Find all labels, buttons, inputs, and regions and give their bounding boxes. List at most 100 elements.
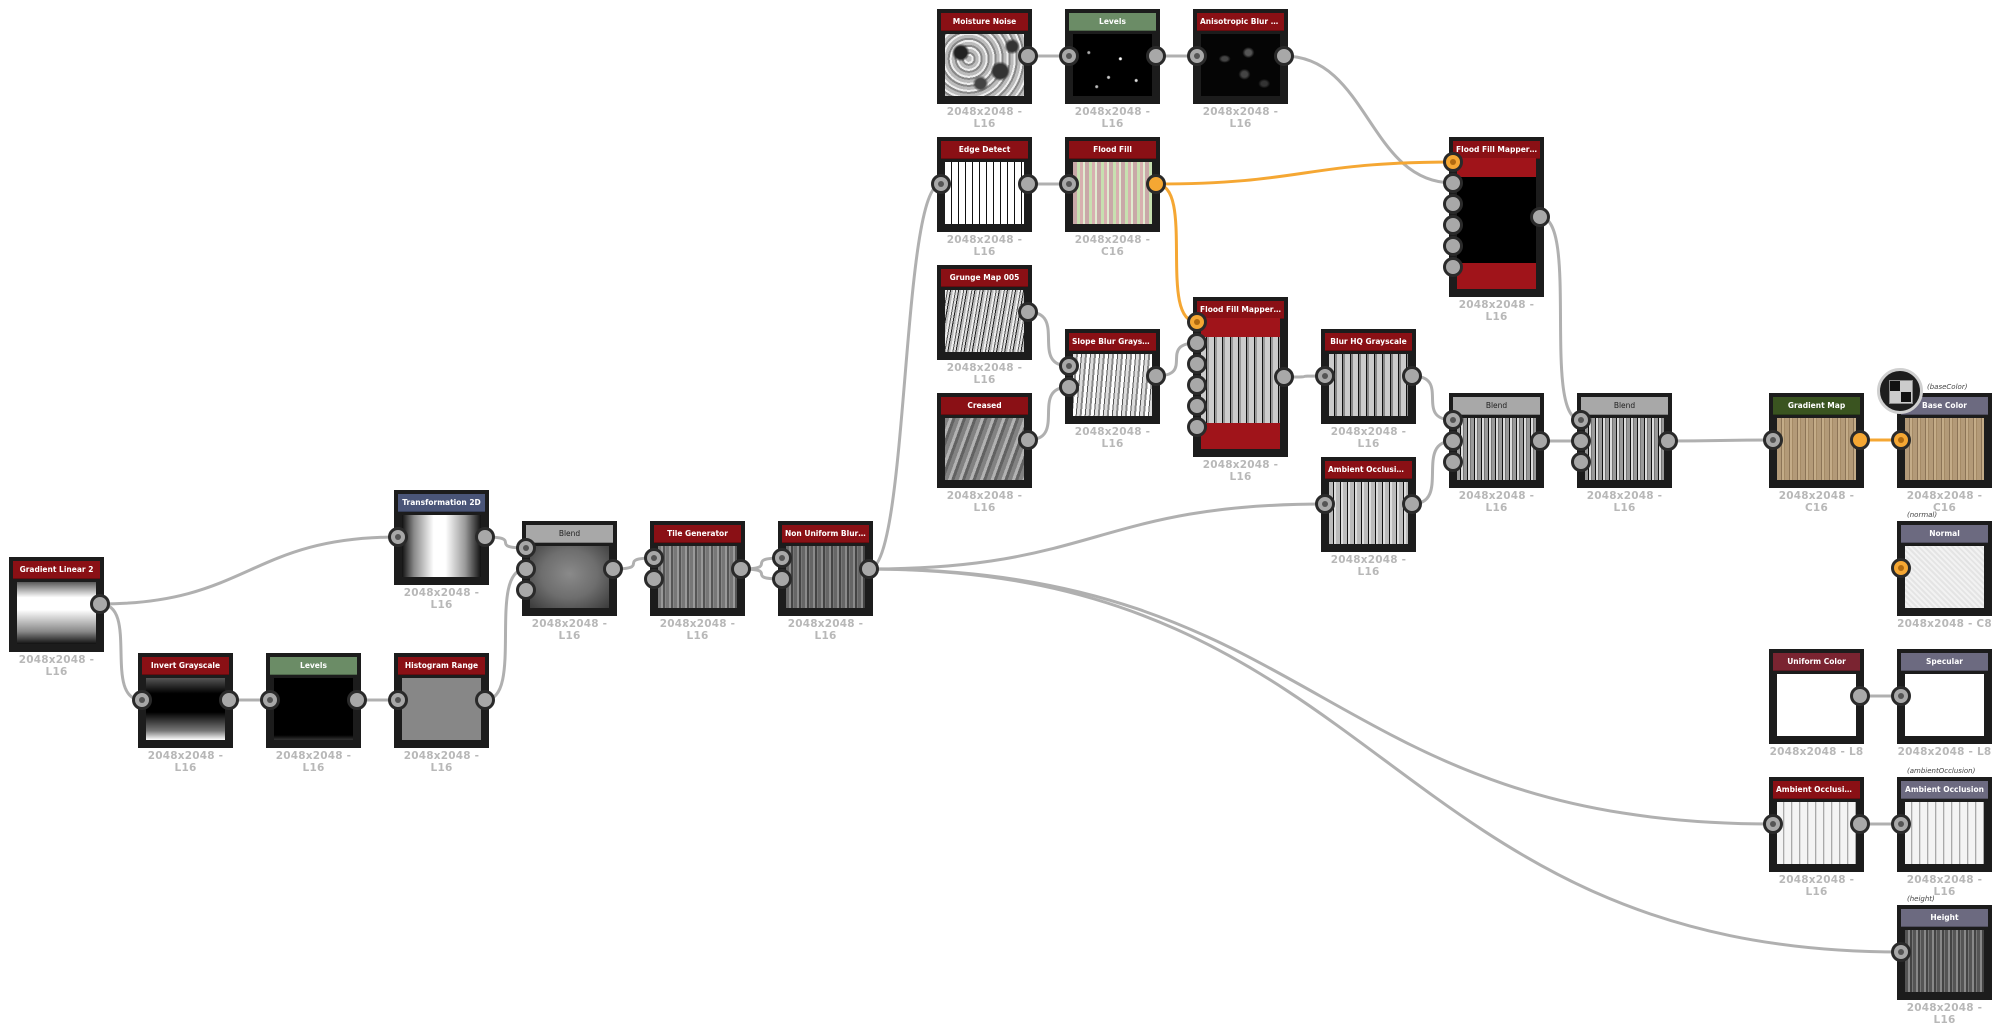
input-port[interactable]	[1891, 942, 1911, 962]
input-port[interactable]	[1891, 814, 1911, 834]
node-non-uniform-blur[interactable]: Non Uniform Blur Gray...	[778, 521, 873, 616]
input-port[interactable]	[1187, 417, 1207, 437]
output-port[interactable]	[1402, 366, 1422, 386]
input-port[interactable]	[1187, 375, 1207, 395]
input-port[interactable]	[1443, 236, 1463, 256]
output-port[interactable]	[1018, 174, 1038, 194]
node-tile-generator[interactable]: Tile Generator	[650, 521, 745, 616]
output-port[interactable]	[1850, 430, 1870, 450]
node-creased[interactable]: Creased	[937, 393, 1032, 488]
output-port[interactable]	[1274, 367, 1294, 387]
output-port[interactable]	[347, 690, 367, 710]
output-port[interactable]	[475, 527, 495, 547]
input-port[interactable]	[1443, 431, 1463, 451]
node-blend-3[interactable]: Blend	[1577, 393, 1672, 488]
input-port[interactable]	[1059, 377, 1079, 397]
output-preview-badge[interactable]	[1877, 368, 1923, 414]
output-port[interactable]	[859, 559, 879, 579]
input-port[interactable]	[1443, 410, 1463, 430]
output-port[interactable]	[475, 690, 495, 710]
node-base-color[interactable]: Base Color	[1897, 393, 1992, 488]
output-port[interactable]	[1146, 174, 1166, 194]
node-height[interactable]: Height	[1897, 905, 1992, 1000]
output-port[interactable]	[1530, 431, 1550, 451]
node-transformation-2d[interactable]: Transformation 2D	[394, 490, 489, 585]
input-port[interactable]	[772, 548, 792, 568]
connection-wire[interactable]	[868, 567, 1774, 826]
node-blend-2[interactable]: Blend	[1449, 393, 1544, 488]
connection-wire[interactable]	[99, 602, 143, 702]
connection-wire[interactable]	[1539, 215, 1582, 422]
connection-wire[interactable]	[1667, 438, 1774, 443]
node-grunge-map-005[interactable]: Grunge Map 005	[937, 265, 1032, 360]
input-port[interactable]	[388, 527, 408, 547]
input-port[interactable]	[931, 174, 951, 194]
node-levels-2[interactable]: Levels	[1065, 9, 1160, 104]
node-ambient-occlusion[interactable]: Ambient Occlusion	[1897, 777, 1992, 872]
node-invert-grayscale[interactable]: Invert Grayscale	[138, 653, 233, 748]
node-gradient-map[interactable]: Gradient Map	[1769, 393, 1864, 488]
input-port[interactable]	[1443, 152, 1463, 172]
node-specular[interactable]: Specular	[1897, 649, 1992, 744]
connection-wire[interactable]	[1411, 439, 1454, 506]
output-port[interactable]	[1402, 494, 1422, 514]
input-port[interactable]	[1891, 430, 1911, 450]
input-port[interactable]	[1187, 46, 1207, 66]
output-port[interactable]	[1850, 686, 1870, 706]
input-port[interactable]	[388, 690, 408, 710]
input-port[interactable]	[260, 690, 280, 710]
input-port[interactable]	[1059, 174, 1079, 194]
node-edge-detect[interactable]: Edge Detect	[937, 137, 1032, 232]
input-port[interactable]	[1571, 410, 1591, 430]
input-port[interactable]	[516, 559, 536, 579]
node-gradient-linear-2[interactable]: Gradient Linear 2	[9, 557, 104, 652]
input-port[interactable]	[1443, 452, 1463, 472]
output-port[interactable]	[1018, 430, 1038, 450]
output-port[interactable]	[1850, 814, 1870, 834]
output-port[interactable]	[731, 559, 751, 579]
node-ao-hbao-1[interactable]: Ambient Occlusion (HB...	[1321, 457, 1416, 552]
output-port[interactable]	[1018, 302, 1038, 322]
output-port[interactable]	[1530, 207, 1550, 227]
input-port[interactable]	[1187, 333, 1207, 353]
input-port[interactable]	[1443, 173, 1463, 193]
input-port[interactable]	[1443, 215, 1463, 235]
input-port[interactable]	[1443, 194, 1463, 214]
input-port[interactable]	[1059, 356, 1079, 376]
output-port[interactable]	[1274, 46, 1294, 66]
connection-wire[interactable]	[1283, 54, 1454, 185]
input-port[interactable]	[644, 569, 664, 589]
node-uniform-color[interactable]: Uniform Color	[1769, 649, 1864, 744]
node-anisotropic-blur[interactable]: Anisotropic Blur Grays...	[1193, 9, 1288, 104]
input-port[interactable]	[1891, 686, 1911, 706]
output-port[interactable]	[603, 559, 623, 579]
input-port[interactable]	[1443, 257, 1463, 277]
connection-wire[interactable]	[1155, 160, 1454, 186]
output-port[interactable]	[219, 690, 239, 710]
output-port[interactable]	[1146, 366, 1166, 386]
node-flood-fill[interactable]: Flood Fill	[1065, 137, 1160, 232]
input-port[interactable]	[516, 580, 536, 600]
input-port[interactable]	[516, 538, 536, 558]
input-port[interactable]	[1315, 494, 1335, 514]
input-port[interactable]	[772, 569, 792, 589]
output-port[interactable]	[1146, 46, 1166, 66]
input-port[interactable]	[1187, 396, 1207, 416]
connection-wire[interactable]	[868, 182, 942, 571]
connection-wire[interactable]	[1155, 182, 1198, 324]
node-ffm-upper[interactable]: Flood Fill Mapper Grays...	[1449, 137, 1544, 297]
input-port[interactable]	[1763, 430, 1783, 450]
input-port[interactable]	[1763, 814, 1783, 834]
input-port[interactable]	[644, 548, 664, 568]
input-port[interactable]	[132, 690, 152, 710]
output-port[interactable]	[1658, 431, 1678, 451]
connection-wire[interactable]	[868, 567, 1902, 954]
connection-wire[interactable]	[99, 535, 399, 606]
input-port[interactable]	[1059, 46, 1079, 66]
input-port[interactable]	[1315, 366, 1335, 386]
node-levels-1[interactable]: Levels	[266, 653, 361, 748]
output-port[interactable]	[90, 594, 110, 614]
input-port[interactable]	[1891, 558, 1911, 578]
node-normal[interactable]: Normal	[1897, 521, 1992, 616]
input-port[interactable]	[1571, 452, 1591, 472]
